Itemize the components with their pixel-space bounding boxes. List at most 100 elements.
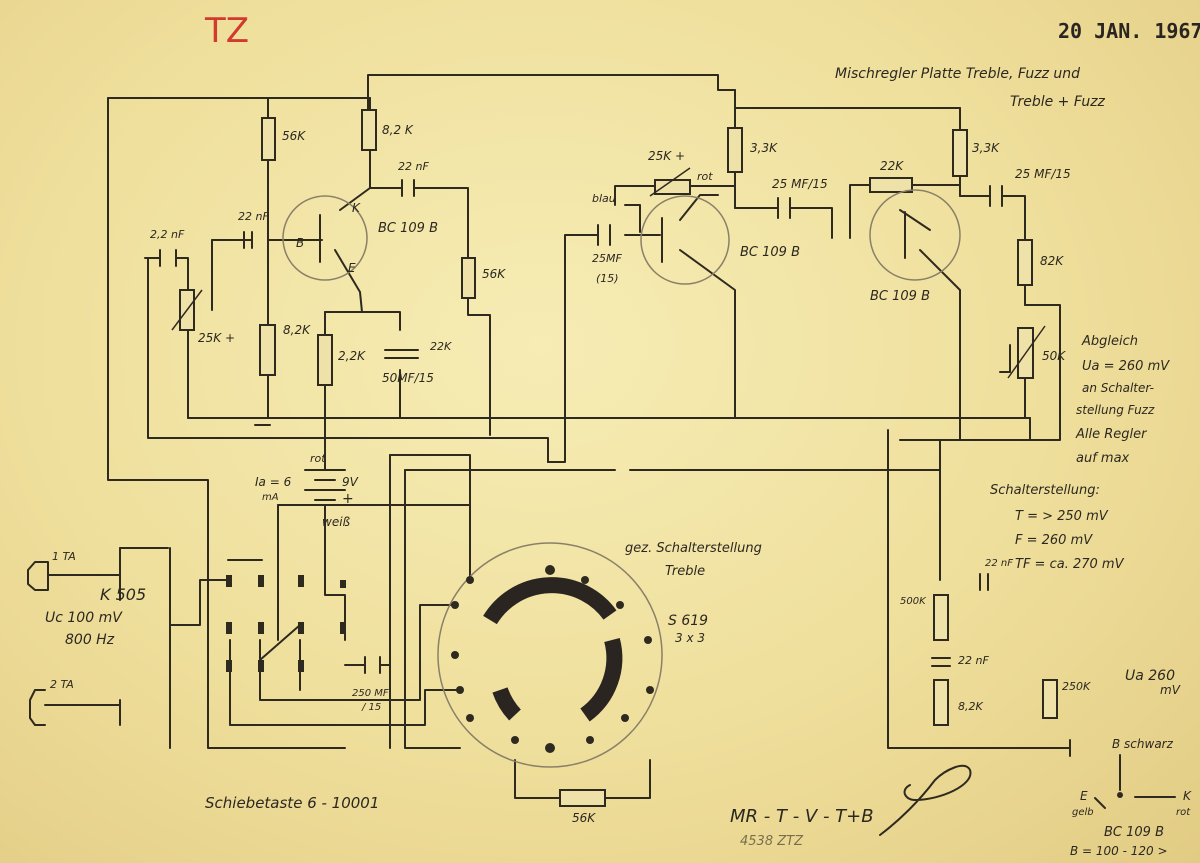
label-base: B bbox=[296, 236, 304, 250]
svg-text:9V: 9V bbox=[342, 475, 359, 489]
transistor-pinout: B schwarz E gelb K rot BC 109 B B = 100 … bbox=[1070, 737, 1192, 858]
label-c-2n2: 2,2 nF bbox=[150, 228, 185, 241]
svg-text:800 Hz: 800 Hz bbox=[65, 632, 115, 648]
svg-text:K: K bbox=[1183, 789, 1192, 803]
svg-text:Uc 100 mV: Uc 100 mV bbox=[45, 610, 123, 626]
label-c-15-in: (15) bbox=[596, 272, 619, 285]
label-c-25mf-in: 25MF bbox=[592, 252, 622, 265]
push-switch-labels: 250 MF / 15 Schiebetaste 6 - 10001 bbox=[205, 688, 389, 812]
resistor-56k-out bbox=[461, 257, 476, 299]
svg-text:500K: 500K bbox=[900, 596, 927, 607]
svg-text:Treble: Treble bbox=[665, 564, 705, 579]
label-r-3k3-2: 3,3K bbox=[750, 141, 778, 155]
stage1-labels: 56K 8,2 K 22 nF 22 nF B K E BC 109 B 56K… bbox=[150, 123, 506, 385]
modes-legend: MR - T - V - T+B bbox=[730, 806, 874, 827]
potentiometer-25k-stage2 bbox=[654, 179, 691, 195]
initials: TZ bbox=[204, 11, 249, 51]
svg-text:T = > 250 mV: T = > 250 mV bbox=[1015, 509, 1109, 524]
svg-text:rot: rot bbox=[1176, 807, 1191, 818]
svg-text:E: E bbox=[1080, 789, 1088, 803]
svg-text:weiß: weiß bbox=[322, 515, 351, 529]
rotary-switch-labels: gez. Schalterstellung Treble S 619 3 x 3… bbox=[572, 541, 762, 825]
label-c-25mf-3: 25 MF/15 bbox=[1015, 167, 1071, 181]
resistor-8k2-collector bbox=[361, 109, 377, 151]
label-c-22nf-in: 22 nF bbox=[238, 210, 269, 223]
transistor-stage3 bbox=[869, 189, 961, 281]
svg-text:rot: rot bbox=[310, 452, 326, 465]
resistor-8k2-base bbox=[259, 324, 276, 376]
title-line-2: Treble + Fuzz bbox=[1010, 94, 1106, 110]
label-transistor-2: BC 109 B bbox=[740, 245, 800, 260]
svg-text:22 nF: 22 nF bbox=[958, 654, 989, 667]
label-r-3k3-3: 3,3K bbox=[972, 141, 1000, 155]
label-emitter: E bbox=[348, 261, 356, 275]
svg-text:Schalterstellung:: Schalterstellung: bbox=[990, 483, 1100, 498]
svg-text:K 505: K 505 bbox=[100, 585, 146, 604]
transistors bbox=[282, 189, 961, 285]
output-labels: 22 nF 500K 22 nF 8,2K 250K Ua 260 mV bbox=[900, 558, 1181, 713]
date-stamp: 20 JAN. 1967 bbox=[1058, 19, 1200, 43]
transistor-stage2 bbox=[640, 195, 730, 285]
resistor-3k3-stage3 bbox=[952, 129, 968, 177]
svg-text:250K: 250K bbox=[1062, 680, 1091, 693]
svg-text:Alle Regler: Alle Regler bbox=[1075, 427, 1148, 442]
signature bbox=[879, 764, 972, 836]
svg-text:B schwarz: B schwarz bbox=[1112, 737, 1174, 751]
resistor-82k bbox=[1017, 239, 1033, 286]
svg-text:250 MF: 250 MF bbox=[352, 688, 389, 699]
label-transistor-1: BC 109 B bbox=[378, 221, 438, 236]
label-pot-25k-2: 25K + bbox=[648, 149, 685, 163]
resistor-22k-feedback bbox=[869, 177, 913, 193]
capacitors bbox=[159, 179, 1003, 674]
label-r-2k2: 2,2K bbox=[338, 349, 366, 363]
svg-text:Schiebetaste 6 - 10001: Schiebetaste 6 - 10001 bbox=[205, 794, 379, 812]
push-switch-contacts bbox=[226, 559, 346, 672]
resistor-56k-bottom bbox=[559, 789, 606, 807]
label-r-8k2-base: 8,2K bbox=[283, 323, 311, 337]
label-transistor-3: BC 109 B bbox=[870, 289, 930, 304]
label-r-22k: 22K bbox=[880, 159, 904, 173]
resistor-2k2-emitter bbox=[317, 334, 333, 386]
svg-text:F = 260 mV: F = 260 mV bbox=[1015, 533, 1093, 548]
resistors bbox=[171, 109, 1058, 807]
label-wire-rot: rot bbox=[697, 170, 713, 183]
label-wire-blau: blau bbox=[592, 192, 616, 205]
svg-text:stellung Fuzz: stellung Fuzz bbox=[1076, 403, 1155, 417]
label-c-25mf-2: 25 MF/15 bbox=[772, 177, 828, 191]
svg-text:2 TA: 2 TA bbox=[50, 678, 74, 691]
svg-text:+: + bbox=[342, 491, 354, 507]
label-r-82k: 82K bbox=[1040, 254, 1064, 268]
svg-text:mV: mV bbox=[1160, 683, 1181, 697]
svg-text:Ua 260: Ua 260 bbox=[1125, 668, 1175, 684]
svg-text:auf max: auf max bbox=[1076, 451, 1130, 466]
label-pot-50k: 50K bbox=[1042, 349, 1066, 363]
svg-text:an Schalter-: an Schalter- bbox=[1082, 381, 1154, 395]
svg-text:56K: 56K bbox=[572, 811, 596, 825]
archive-number: 4538 ZTZ bbox=[740, 834, 804, 849]
svg-text:Ua = 260 mV: Ua = 260 mV bbox=[1082, 359, 1170, 374]
switch-positions-note: Schalterstellung: T = > 250 mV F = 260 m… bbox=[990, 483, 1125, 572]
label-c-50mf: 50MF/15 bbox=[382, 371, 434, 385]
label-r-56k-out: 56K bbox=[482, 267, 506, 281]
wiring bbox=[107, 74, 1071, 799]
stage2-labels: 25K + rot blau 3,3K 25 MF/15 25MF (15) B… bbox=[592, 141, 828, 285]
svg-text:8,2K: 8,2K bbox=[958, 700, 983, 713]
label-collector: K bbox=[352, 201, 361, 215]
potentiometer-500k bbox=[933, 594, 949, 641]
rotary-switch bbox=[437, 542, 663, 768]
resistor-56k-top bbox=[261, 117, 276, 161]
svg-text:TF = ca. 270 mV: TF = ca. 270 mV bbox=[1015, 557, 1125, 572]
resistor-8k2-output bbox=[933, 679, 949, 726]
svg-text:Abgleich: Abgleich bbox=[1081, 334, 1138, 349]
svg-text:1 TA: 1 TA bbox=[52, 550, 76, 563]
stage3-labels: 22K 3,3K 25 MF/15 BC 109 B 82K 50K bbox=[870, 141, 1071, 363]
svg-text:/ 15: / 15 bbox=[361, 702, 381, 713]
label-c-22nf-out: 22 nF bbox=[398, 160, 429, 173]
title-line-1: Mischregler Platte Treble, Fuzz und bbox=[835, 66, 1080, 82]
svg-text:mA: mA bbox=[262, 492, 279, 503]
svg-text:B = 100 - 120 >: B = 100 - 120 > bbox=[1070, 844, 1168, 858]
svg-text:gelb: gelb bbox=[1072, 807, 1094, 818]
svg-text:gez. Schalterstellung: gez. Schalterstellung bbox=[625, 541, 762, 556]
svg-text:BC 109 B: BC 109 B bbox=[1104, 825, 1164, 840]
